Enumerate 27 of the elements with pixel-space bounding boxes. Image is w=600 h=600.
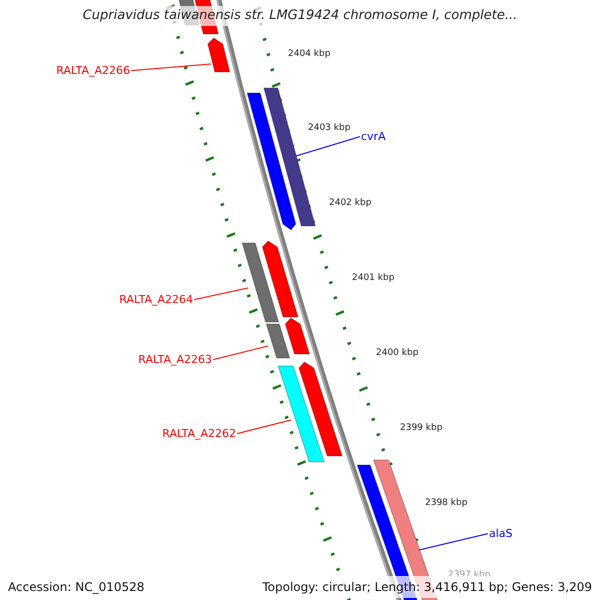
leader-line — [194, 288, 248, 300]
leader-line — [418, 533, 488, 550]
leader-line — [212, 346, 268, 360]
gene-bar — [242, 242, 280, 322]
gene-label: RALTA_A2266 — [56, 64, 130, 78]
tick-label: 2400 kbp — [376, 348, 418, 359]
gene-label: alaS — [489, 527, 513, 540]
tick-label: 2398 kbp — [425, 498, 468, 509]
gene-bar — [284, 317, 310, 354]
gene-label: RALTA_A2264 — [119, 293, 193, 306]
gene-label: RALTA_A2262 — [162, 427, 236, 440]
gene-label: RALTA_A2263 — [138, 353, 212, 366]
tick-label: 2402 kbp — [329, 198, 372, 209]
gene-bar — [298, 361, 343, 456]
gene-bar — [262, 240, 299, 318]
gene-label: cvrA — [361, 130, 386, 144]
gene-bar — [278, 366, 325, 462]
gene-bar — [207, 37, 230, 72]
tick-label: 2404 kbp — [288, 49, 330, 60]
tick-label: 2399 kbp — [400, 423, 442, 434]
leader-line — [236, 420, 292, 434]
leader-line — [130, 64, 212, 72]
gene-bar — [246, 92, 296, 231]
gene-bar — [266, 324, 290, 358]
tick-label: 2403 kbp — [308, 123, 350, 134]
tick-label: 2401 kbp — [352, 273, 394, 284]
leader-line — [296, 136, 360, 156]
